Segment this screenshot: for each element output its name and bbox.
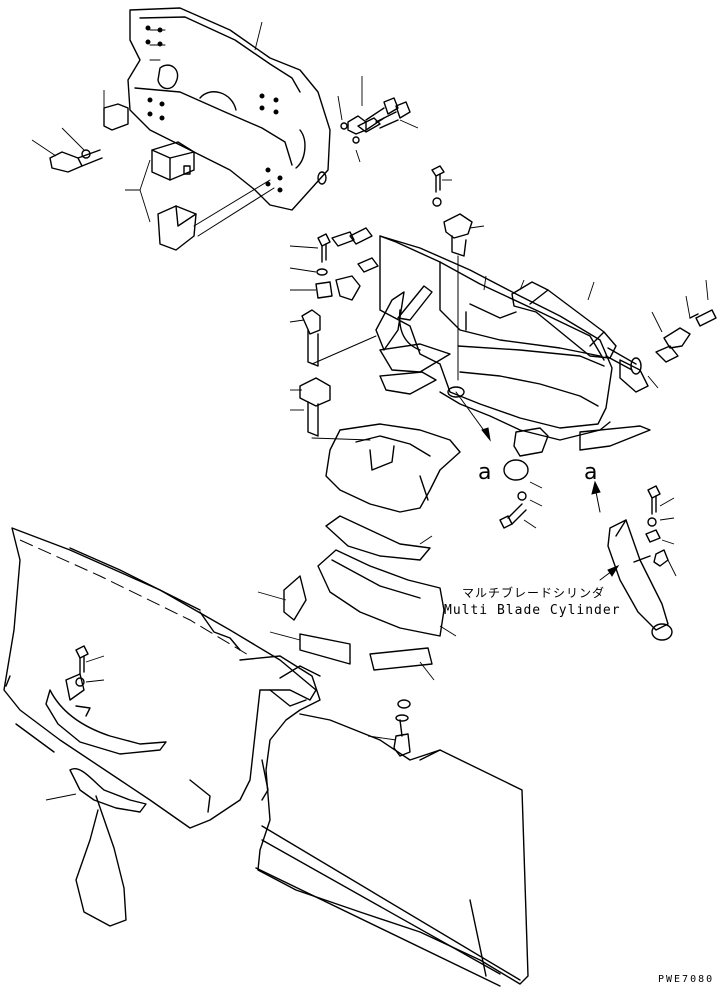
drawing-number: PWE7080 [658, 974, 715, 985]
view-arrows [455, 391, 601, 513]
view-ref-label: a [478, 460, 492, 485]
frame-bracket [127, 7, 331, 211]
block-and-bolt [499, 427, 549, 529]
multi-blade-cylinder [599, 485, 677, 641]
left-blade [3, 527, 317, 829]
pin-bolt [289, 227, 379, 441]
pivot-pin [431, 165, 485, 381]
bracket-and-bolt [31, 90, 129, 173]
stopper-block [125, 141, 275, 251]
swivel-plate [325, 423, 461, 513]
multi-blade-cylinder-label-jp: マルチブレードシリンダ [462, 586, 606, 600]
multi-blade-cylinder-label-en: Multi Blade Cylinder [444, 603, 621, 618]
end-bit [45, 645, 147, 927]
center-pivot-frame [375, 235, 651, 451]
mounting-bolts [337, 76, 419, 163]
hydraulic-cylinder [511, 279, 717, 393]
shim-segments [257, 515, 457, 681]
blade-bolt [367, 699, 411, 757]
view-ref-label: a [584, 460, 598, 485]
right-blade [239, 655, 529, 987]
